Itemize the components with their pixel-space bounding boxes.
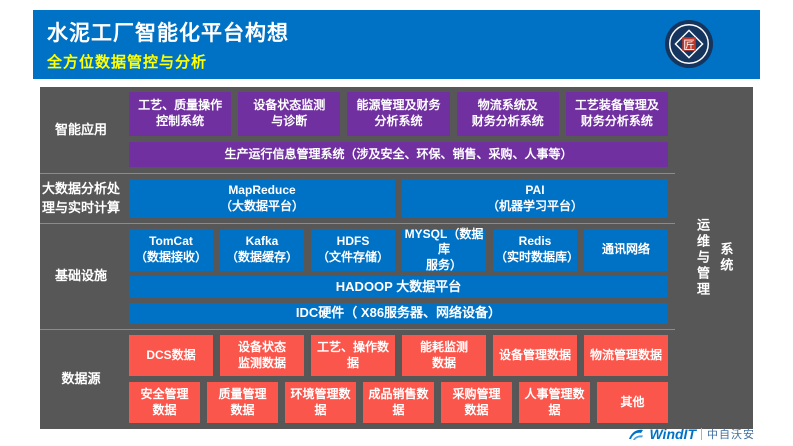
- logo-glyph: 匠: [683, 39, 695, 52]
- platform-diagram: 智能应用 工艺、质量操作 控制系统 设备状态监测 与诊断 能源管理及财务 分析系…: [40, 87, 753, 429]
- infra-box-redis: Redis （实时数据库）: [493, 229, 579, 271]
- ds-box-quality-mgmt: 质量管理 数据: [207, 382, 278, 423]
- ds-box-other: 其他: [597, 382, 668, 423]
- ds-box-process-operation: 工艺、操作数据: [311, 335, 395, 376]
- datasource-box-row-1: DCS数据 设备状态 监测数据 工艺、操作数据 能耗监测 数据 设备管理数据 物…: [129, 335, 668, 376]
- bigdata-box-pai: PAI （机器学习平台）: [402, 179, 668, 218]
- ds-box-equipment-status: 设备状态 监测数据: [220, 335, 304, 376]
- infra-box-row: TomCat （数据接收） Kafka （数据缓存） HDFS （文件存储） M…: [129, 227, 668, 272]
- row-label-apps: 智能应用: [54, 121, 107, 137]
- ds-box-logistics-mgmt: 物流管理数据: [584, 335, 668, 376]
- ds-box-sales: 成品销售数据: [363, 382, 434, 423]
- right-label-ops-mgmt: 运维与管理 系统: [675, 87, 753, 429]
- bigdata-box-row: MapReduce （大数据平台） PAI （机器学习平台）: [129, 179, 668, 218]
- diagram-main: 智能应用 工艺、质量操作 控制系统 设备状态监测 与诊断 能源管理及财务 分析系…: [40, 87, 675, 429]
- section-datasource: 数据源 DCS数据 设备状态 监测数据 工艺、操作数据 能耗监测 数据 设备管理…: [40, 329, 675, 428]
- ds-box-equipment-mgmt: 设备管理数据: [493, 335, 577, 376]
- ds-box-energy-monitoring: 能耗监测 数据: [402, 335, 486, 376]
- infra-box-hdfs: HDFS （文件存储）: [311, 229, 395, 271]
- footer-divider: [701, 428, 702, 440]
- row-label-bigdata: 大数据分析处 理与实时计算: [41, 181, 120, 215]
- app-box-equipment-monitoring: 设备状态监测 与诊断: [238, 92, 341, 136]
- app-box-logistics-finance: 物流系统及 财务分析系统: [456, 92, 559, 136]
- ds-box-safety-mgmt: 安全管理 数据: [129, 382, 200, 423]
- infra-box-tomcat: TomCat （数据接收）: [129, 229, 213, 271]
- right-label-text: 运维与管理 系统: [695, 218, 734, 298]
- footer-brand: WindIT 中自沃安: [628, 426, 755, 442]
- app-box-equipment-finance: 工艺装备管理及 财务分析系统: [565, 92, 669, 136]
- brand-name: WindIT: [649, 426, 696, 442]
- page-subtitle: 全方位数据管控与分析: [47, 54, 208, 71]
- datasource-box-row-2: 安全管理 数据 质量管理 数据 环境管理数据 成品销售数据 采购管理 数据 人事…: [129, 382, 668, 423]
- section-apps: 智能应用 工艺、质量操作 控制系统 设备状态监测 与诊断 能源管理及财务 分析系…: [40, 87, 675, 173]
- infra-box-mysql: MYSQL（数据库 服务）: [402, 227, 486, 272]
- infra-box-hadoop: HADOOP 大数据平台: [129, 276, 668, 298]
- row-label-datasource: 数据源: [61, 370, 101, 386]
- app-box-production-info: 生产运行信息管理系统（涉及安全、环保、销售、采购、人事等）: [129, 142, 668, 167]
- infra-box-network: 通讯网络: [584, 229, 668, 271]
- ds-box-procurement-mgmt: 采购管理 数据: [441, 382, 512, 423]
- windit-logo-icon: [629, 429, 644, 440]
- page-title: 水泥工厂智能化平台构想: [47, 22, 289, 45]
- app-box-energy-finance: 能源管理及财务 分析系统: [347, 92, 450, 136]
- infra-box-idc: IDC硬件（ X86服务器、网络设备）: [129, 302, 668, 324]
- ds-box-environment-mgmt: 环境管理数据: [285, 382, 356, 423]
- infra-box-kafka: Kafka （数据缓存）: [220, 229, 304, 271]
- section-bigdata: 大数据分析处 理与实时计算 MapReduce （大数据平台） PAI （机器学…: [40, 173, 675, 223]
- bigdata-box-mapreduce: MapReduce （大数据平台）: [129, 179, 395, 218]
- app-box-process-quality: 工艺、质量操作 控制系统: [129, 92, 232, 136]
- ds-box-hr-mgmt: 人事管理数据: [519, 382, 590, 423]
- section-infra-content: TomCat （数据接收） Kafka （数据缓存） HDFS （文件存储） M…: [122, 224, 675, 329]
- section-datasource-content: DCS数据 设备状态 监测数据 工艺、操作数据 能耗监测 数据 设备管理数据 物…: [122, 330, 675, 428]
- section-infra: 基础设施 TomCat （数据接收） Kafka （数据缓存） HDFS （文件…: [40, 223, 675, 329]
- row-label-infra: 基础设施: [54, 268, 107, 284]
- company-seal-logo: 匠: [664, 19, 714, 69]
- section-bigdata-content: MapReduce （大数据平台） PAI （机器学习平台）: [122, 174, 675, 223]
- company-name: 中自沃安: [707, 429, 755, 441]
- ds-box-dcs: DCS数据: [129, 335, 213, 376]
- header-banner: 水泥工厂智能化平台构想 全方位数据管控与分析 匠: [33, 10, 760, 79]
- apps-box-row: 工艺、质量操作 控制系统 设备状态监测 与诊断 能源管理及财务 分析系统 物流系…: [129, 92, 669, 136]
- section-apps-content: 工艺、质量操作 控制系统 设备状态监测 与诊断 能源管理及财务 分析系统 物流系…: [122, 87, 675, 173]
